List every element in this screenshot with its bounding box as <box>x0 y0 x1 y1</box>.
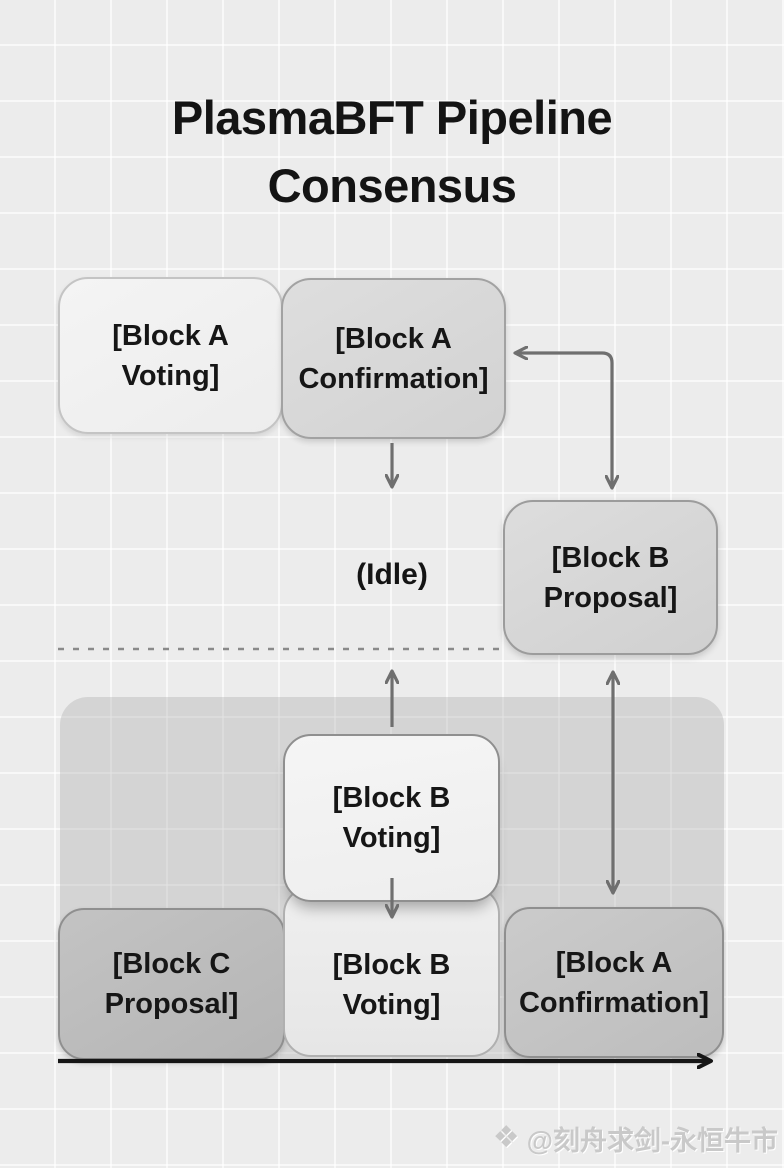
elbow-arrow-proposal-confirmation <box>516 353 612 487</box>
node-label: Confirmation] <box>518 986 710 1019</box>
node-label: [Block A <box>335 322 452 355</box>
watermark-text: @刻舟求剑-永恒牛市 <box>526 1125 778 1156</box>
node-label: [Block C <box>112 948 231 980</box>
node-label: [Block A <box>112 319 229 352</box>
page-title: PlasmaBFT Pipeline Consensus <box>0 84 784 220</box>
binance-diamond-icon: ❖ <box>492 1121 520 1154</box>
watermark: ❖ @刻舟求剑-永恒牛市 <box>493 1118 778 1158</box>
node-label: [Block A <box>555 946 673 979</box>
title-line-1: PlasmaBFT Pipeline <box>171 91 613 144</box>
title-line-2: Consensus <box>267 159 517 212</box>
node-label: [Block B <box>551 541 670 574</box>
node-block-a-confirmation-bottom: [Block A Confirmation] <box>504 907 724 1058</box>
node-block-a-voting: [Block A Voting] <box>58 277 283 434</box>
node-label: Proposal] <box>104 988 239 1020</box>
node-block-b-voting-top: [Block B Voting] <box>283 734 500 902</box>
idle-state-label: (Idle) <box>356 558 428 591</box>
node-block-a-confirmation-top: [Block A Confirmation] <box>281 278 506 439</box>
node-label: [Block B <box>332 782 451 814</box>
node-block-c-proposal: [Block C Proposal] <box>58 908 285 1060</box>
node-block-b-proposal: [Block B Proposal] <box>503 500 718 655</box>
node-label: Voting] <box>342 822 441 854</box>
node-label: Voting] <box>342 988 441 1021</box>
node-label: Confirmation] <box>298 362 489 395</box>
node-label: Proposal] <box>543 581 678 614</box>
node-label: Voting] <box>121 359 220 392</box>
node-label: [Block B <box>332 948 451 981</box>
node-block-b-voting-bottom: [Block B Voting] <box>283 886 500 1057</box>
